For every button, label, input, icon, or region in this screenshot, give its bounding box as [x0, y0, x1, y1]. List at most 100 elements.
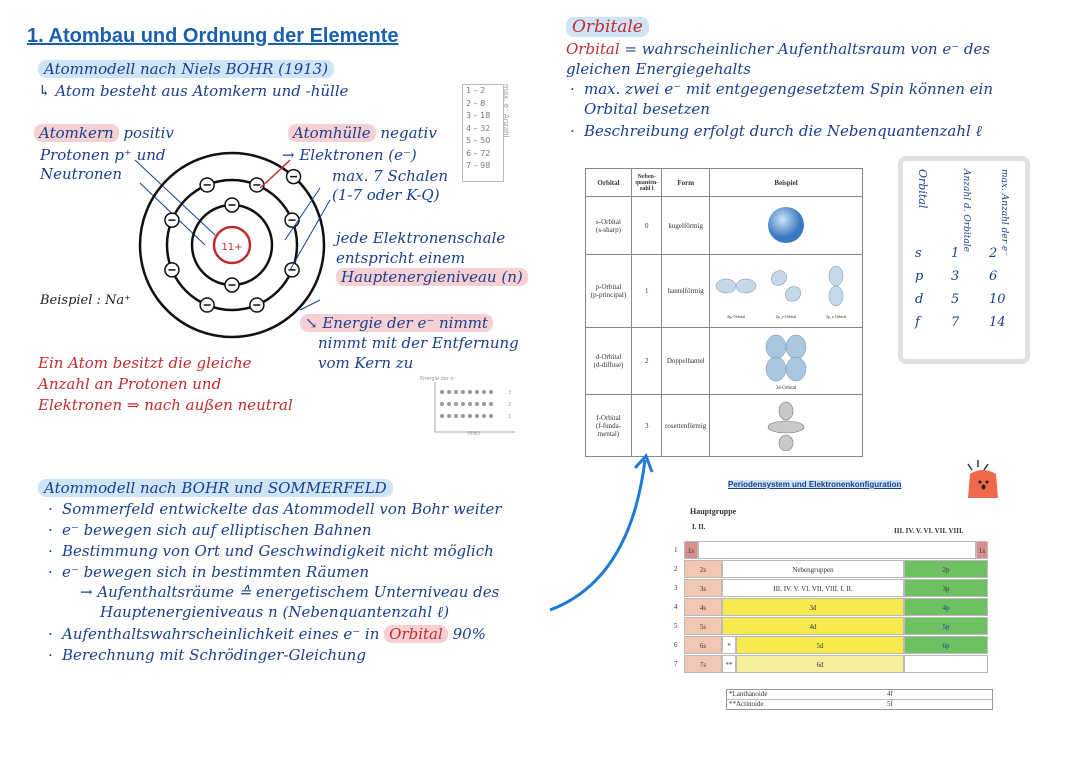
period-row: 1 1s 1s — [674, 541, 988, 560]
electron — [284, 212, 300, 228]
side-header: max. Anzahl der e⁻ — [999, 169, 1009, 256]
d-block-cell: 5d — [736, 636, 904, 654]
electron — [199, 297, 215, 313]
side-cell: 7 — [951, 315, 960, 330]
electron — [199, 177, 215, 193]
bohr-intro: ↳ Atom besteht aus Atomkern und -hülle — [38, 82, 349, 100]
svg-text:3: 3 — [508, 390, 511, 396]
orbital-table: Orbital Neben-quanten-zahl l Form Beispi… — [585, 168, 863, 457]
period-label: 4 — [674, 603, 678, 611]
side-cell: 2 — [989, 246, 998, 261]
huelle-line: max. 7 Schalen — [332, 167, 449, 185]
table-row: d-Orbital(d-diffuse) 2 Doppelhantel 3d-O… — [585, 327, 863, 395]
table-header: Beispiel — [709, 168, 863, 197]
shell-row: 4 – 32 — [466, 123, 491, 133]
side-cell: f — [915, 315, 920, 330]
svg-text:2p_y-Orbital: 2p_y-Orbital — [776, 314, 798, 319]
svg-text:3d-Orbital: 3d-Orbital — [776, 386, 797, 391]
side-cell: 3 — [951, 269, 960, 284]
d-block-cell: 6d — [736, 655, 904, 673]
empty-cell — [904, 655, 988, 673]
he-cell: 1s — [976, 541, 988, 559]
energy-note: nimmt mit der Entfernung — [318, 334, 519, 352]
energy-xlabel: MNO — [468, 431, 480, 437]
d-block-cell: 4d — [722, 617, 904, 635]
s-block-cell: 1s — [684, 541, 698, 559]
s-block-cell: 6s — [684, 636, 722, 654]
energy-note: vom Kern zu — [318, 354, 414, 372]
f-marker-cell: ** — [722, 655, 736, 673]
table-header: Neben-quanten-zahl l — [630, 168, 663, 197]
mascot-icon — [967, 460, 998, 498]
energy-level: 3 — [440, 390, 511, 396]
nucleus — [212, 225, 252, 265]
shell-row: 6 – 72 — [466, 148, 491, 158]
orbital-definition: gleichen Energiegehalts — [566, 60, 751, 78]
huelle-line: → Elektronen (e⁻) — [282, 146, 417, 164]
shell-row: 1 – 2 — [466, 86, 486, 95]
side-cell: d — [915, 292, 924, 307]
table-header: Orbital — [585, 168, 632, 197]
electron — [285, 168, 302, 185]
period-label: 3 — [674, 584, 678, 592]
side-cell: 10 — [989, 292, 1006, 307]
orbital-definition: Orbital = wahrscheinlicher Aufenthaltsra… — [566, 40, 991, 58]
neutral-note: Anzahl an Protonen und — [38, 375, 222, 393]
electron — [164, 212, 180, 228]
period-label: 1 — [674, 546, 678, 554]
empty-cell — [698, 541, 976, 559]
shell-note: entspricht einem — [336, 249, 466, 267]
shell-3 — [138, 151, 326, 339]
shell-row: 7 – 98 — [466, 161, 491, 170]
period-label: 2 — [674, 565, 678, 573]
sommerfeld-line: Berechnung mit Schrödinger-Gleichung — [48, 646, 366, 665]
electron — [284, 262, 300, 278]
neutral-note: Elektronen ⇒ nach außen neutral — [38, 396, 293, 414]
svg-text:2: 2 — [508, 402, 511, 408]
page-title: 1. Atombau und Ordnung der Elemente — [27, 25, 399, 47]
electron — [224, 277, 240, 293]
shell-table-header: max. e⁻ Anzahl — [502, 84, 510, 138]
electron — [164, 262, 180, 278]
period-label: 5 — [674, 622, 678, 630]
energy-note: ↘ Energie der e⁻ nimmt — [300, 314, 493, 333]
side-header: Orbital — [916, 169, 929, 209]
nucleus-label: 11+ — [221, 242, 242, 253]
energy-level: 2 — [440, 402, 511, 408]
p-block-cell: 3p — [904, 579, 988, 597]
bohr-atom-diagram: 11+ — [134, 151, 331, 339]
kern-line: Neutronen — [40, 165, 123, 183]
period-label: 6 — [674, 641, 678, 649]
p-orbital: 2p_y-Orbital — [771, 270, 801, 319]
neutral-note: Ein Atom besitzt die gleiche — [38, 354, 252, 372]
f-orbital-image — [767, 401, 805, 451]
shell-row: 5 – 50 — [466, 136, 491, 145]
orbital-note: max. zwei e⁻ mit entgegengesetztem Spin … — [570, 80, 993, 99]
shell-2 — [165, 178, 299, 312]
orbital-note: Orbital besetzen — [584, 100, 710, 118]
table-row: f-Orbital(f-funda-mental) 3 rosettenförm… — [585, 394, 863, 457]
energy-axis-label: Energie der e⁻ — [420, 376, 457, 382]
period-label: 7 — [674, 660, 678, 668]
orbital-note: Beschreibung erfolgt durch die Nebenquan… — [570, 122, 982, 141]
svg-text:2p_z-Orbital: 2p_z-Orbital — [826, 314, 847, 319]
huelle-title: Atomhülle negativ — [288, 124, 437, 143]
p-block-cell: 4p — [904, 598, 988, 616]
sommerfeld-line: e⁻ bewegen sich in bestimmten Räumen — [48, 563, 369, 582]
svg-text:1: 1 — [508, 414, 511, 420]
energy-level-sketch: Energie der e⁻ 3 2 1 MNO — [420, 376, 515, 437]
link-arrow — [549, 453, 654, 612]
table-row: p-Orbital(p-principal) 1 hantelförmig 2p… — [585, 254, 863, 328]
p-orbital: 2p_z-Orbital — [826, 265, 847, 319]
electron — [224, 197, 240, 213]
side-header: Anzahl d. Orbitale — [961, 169, 971, 252]
electron — [249, 297, 265, 313]
shell-row: 3 – 18 — [466, 111, 491, 120]
groups-right: III. IV. V. VI. VII. VIII. — [894, 527, 964, 535]
p-block-cell: 2p — [904, 560, 988, 578]
